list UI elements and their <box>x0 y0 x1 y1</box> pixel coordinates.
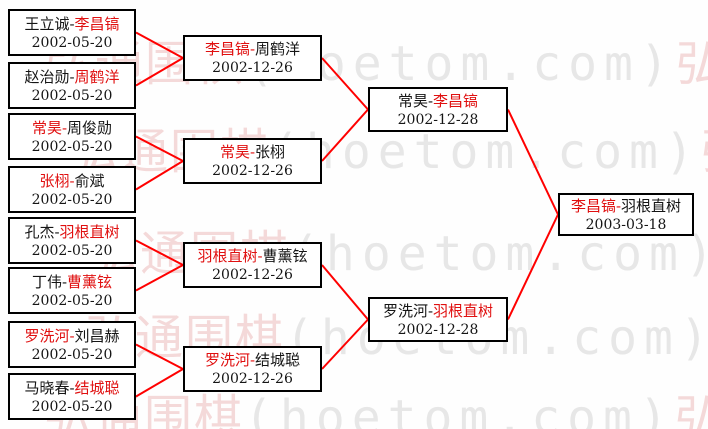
match-date: 2002-12-28 <box>397 321 479 338</box>
player-name: 李昌镐 <box>433 91 479 110</box>
player-name: 结城聪 <box>74 378 120 397</box>
player-name: 罗洗河- <box>204 351 256 369</box>
player-name: 李昌镐- <box>570 196 622 215</box>
match-box-sf-1: 常昊-李昌镐 2002-12-28 <box>368 87 508 132</box>
player-pair: 丁伟-曹薰铉 <box>32 272 112 292</box>
match-box-r2-3: 羽根直树-曹薰铉 2002-12-26 <box>183 242 322 288</box>
watermark-latin: (hoetom.com) <box>244 390 675 429</box>
player-name: 曹薰铉 <box>262 247 308 265</box>
match-box-r1-2: 赵治勋-周鹤洋 2002-05-20 <box>8 62 136 109</box>
player-name: 王立诚- <box>24 14 75 33</box>
watermark-cjk: 弘通围棋 <box>675 36 708 92</box>
player-name: 常昊- <box>31 118 68 137</box>
player-name: 周鹤洋 <box>255 40 301 58</box>
player-pair: 李昌镐-羽根直树 <box>571 196 681 216</box>
match-box-r1-3: 常昊-周俊勋 2002-05-20 <box>8 113 136 160</box>
watermark-cjk: 弘通围棋 <box>674 390 708 429</box>
connector-line <box>507 109 559 215</box>
player-name: 罗洗河- <box>382 301 434 320</box>
match-box-r1-8: 马晓春-结城聪 2002-05-20 <box>8 373 136 420</box>
match-date: 2003-03-18 <box>585 216 667 233</box>
match-date: 2002-12-26 <box>212 371 293 387</box>
player-name: 羽根直树 <box>59 222 120 241</box>
match-date: 2002-12-26 <box>212 163 293 179</box>
connector-line <box>135 31 184 59</box>
player-pair: 罗洗河-结城聪 <box>205 350 300 370</box>
player-pair: 常昊-周俊勋 <box>32 118 112 138</box>
player-name: 丁伟- <box>31 272 68 291</box>
connector-line <box>135 264 184 292</box>
player-name: 刘昌赫 <box>74 326 120 345</box>
connector-line <box>135 57 184 87</box>
player-name: 周鹤洋 <box>74 67 120 86</box>
player-pair: 孔杰-羽根直树 <box>24 222 119 242</box>
player-name: 赵治勋- <box>24 67 75 86</box>
player-name: 羽根直树- <box>197 247 263 265</box>
connector-line <box>321 108 369 162</box>
player-name: 常昊- <box>397 91 434 110</box>
match-date: 2002-05-20 <box>31 398 113 415</box>
final-match-box: 李昌镐-羽根直树 2003-03-18 <box>558 193 694 236</box>
player-name: 张栩 <box>255 143 286 161</box>
match-date: 2002-12-28 <box>397 111 479 128</box>
player-pair: 赵治勋-周鹤洋 <box>24 67 119 87</box>
player-name: 周俊勋 <box>67 118 113 137</box>
player-pair: 罗洗河-羽根直树 <box>383 301 493 321</box>
watermark-text: 弘通围棋(hoetom.com)弘通围棋(hoetom.com) <box>44 394 708 429</box>
player-name: 李昌镐- <box>204 40 256 58</box>
match-date: 2002-05-20 <box>31 292 113 309</box>
player-name: 羽根直树 <box>433 301 494 320</box>
connector-line <box>321 264 369 321</box>
match-box-r1-5: 孔杰-羽根直树 2002-05-20 <box>8 217 136 264</box>
connector-line <box>135 368 184 398</box>
player-pair: 常昊-张栩 <box>220 142 285 162</box>
player-pair: 常昊-李昌镐 <box>398 91 478 111</box>
connector-line <box>135 135 184 162</box>
player-name: 马晓春- <box>24 378 75 397</box>
watermark-latin: (hoetom.com) <box>270 124 701 180</box>
connector-line <box>321 318 369 370</box>
player-pair: 马晓春-结城聪 <box>24 378 119 398</box>
match-box-r1-7: 罗洗河-刘昌赫 2002-05-20 <box>8 321 136 368</box>
player-pair: 李昌镐-周鹤洋 <box>205 39 300 59</box>
connector-line <box>135 239 184 266</box>
match-box-r2-1: 李昌镐-周鹤洋 2002-12-26 <box>183 35 322 81</box>
player-name: 李昌镐 <box>74 14 120 33</box>
match-box-r2-4: 罗洗河-结城聪 2002-12-26 <box>183 346 322 392</box>
match-date: 2002-12-26 <box>212 267 293 283</box>
match-box-sf-2: 罗洗河-羽根直树 2002-12-28 <box>368 297 508 342</box>
player-name: 罗洗河- <box>24 326 75 345</box>
match-date: 2002-05-20 <box>31 34 113 51</box>
match-date: 2002-05-20 <box>31 138 113 155</box>
match-box-r1-6: 丁伟-曹薰铉 2002-05-20 <box>8 267 136 314</box>
connector-line <box>135 160 184 191</box>
match-box-r2-2: 常昊-张栩 2002-12-26 <box>183 138 322 184</box>
player-pair: 张栩-俞斌 <box>39 171 104 191</box>
match-date: 2002-05-20 <box>31 191 113 208</box>
match-date: 2002-05-20 <box>31 346 113 363</box>
match-box-r1-1: 王立诚-李昌镐 2002-05-20 <box>8 9 136 56</box>
player-pair: 王立诚-李昌镐 <box>24 14 119 34</box>
player-name: 俞斌 <box>74 171 105 190</box>
connector-line <box>321 57 369 111</box>
match-date: 2002-12-26 <box>212 60 293 76</box>
match-box-r1-4: 张栩-俞斌 2002-05-20 <box>8 166 136 213</box>
player-name: 曹薰铉 <box>67 272 113 291</box>
player-pair: 罗洗河-刘昌赫 <box>24 326 119 346</box>
connector-line <box>507 214 559 320</box>
watermark-latin: (hoetom.com) <box>290 226 708 282</box>
player-pair: 羽根直树-曹薰铉 <box>197 246 307 266</box>
match-date: 2002-05-20 <box>31 87 113 104</box>
player-name: 常昊- <box>219 143 256 161</box>
player-name: 结城聪 <box>255 351 301 369</box>
player-name: 羽根直树 <box>621 196 682 215</box>
connector-line <box>135 343 184 370</box>
watermark-cjk: 弘通围棋 <box>701 124 708 180</box>
player-name: 孔杰- <box>24 222 60 241</box>
match-date: 2002-05-20 <box>31 242 113 259</box>
player-name: 张栩- <box>39 171 75 190</box>
